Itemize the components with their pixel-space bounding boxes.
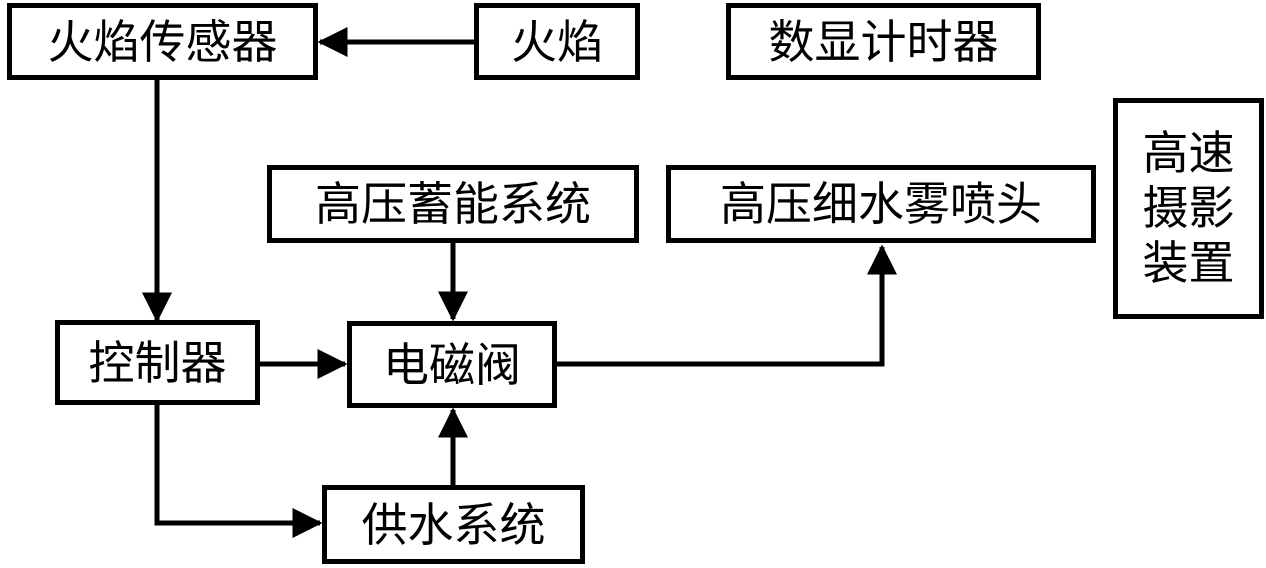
- high-speed-camera-line-1: 高速: [1142, 125, 1235, 180]
- high-speed-camera-line-2: 摄影: [1142, 180, 1235, 235]
- water-supply-box: 供水系统: [322, 485, 585, 564]
- controller-box: 控制器: [55, 320, 260, 405]
- hp-mist-nozzle-box: 高压细水雾喷头: [666, 165, 1096, 243]
- arrow-valve-to-nozzle: [555, 244, 897, 367]
- hp-accumulator-box: 高压蓄能系统: [267, 165, 639, 243]
- flame-sensor-box: 火焰传感器: [7, 3, 318, 80]
- flame-box: 火焰: [474, 3, 640, 80]
- high-speed-camera-box: 高速 摄影 装置: [1113, 98, 1264, 319]
- solenoid-valve-box: 电磁阀: [347, 321, 557, 408]
- high-speed-camera-line-3: 装置: [1142, 236, 1235, 291]
- arrow-controller-to-water-supply: [154, 405, 323, 538]
- digital-timer-box: 数显计时器: [726, 3, 1041, 80]
